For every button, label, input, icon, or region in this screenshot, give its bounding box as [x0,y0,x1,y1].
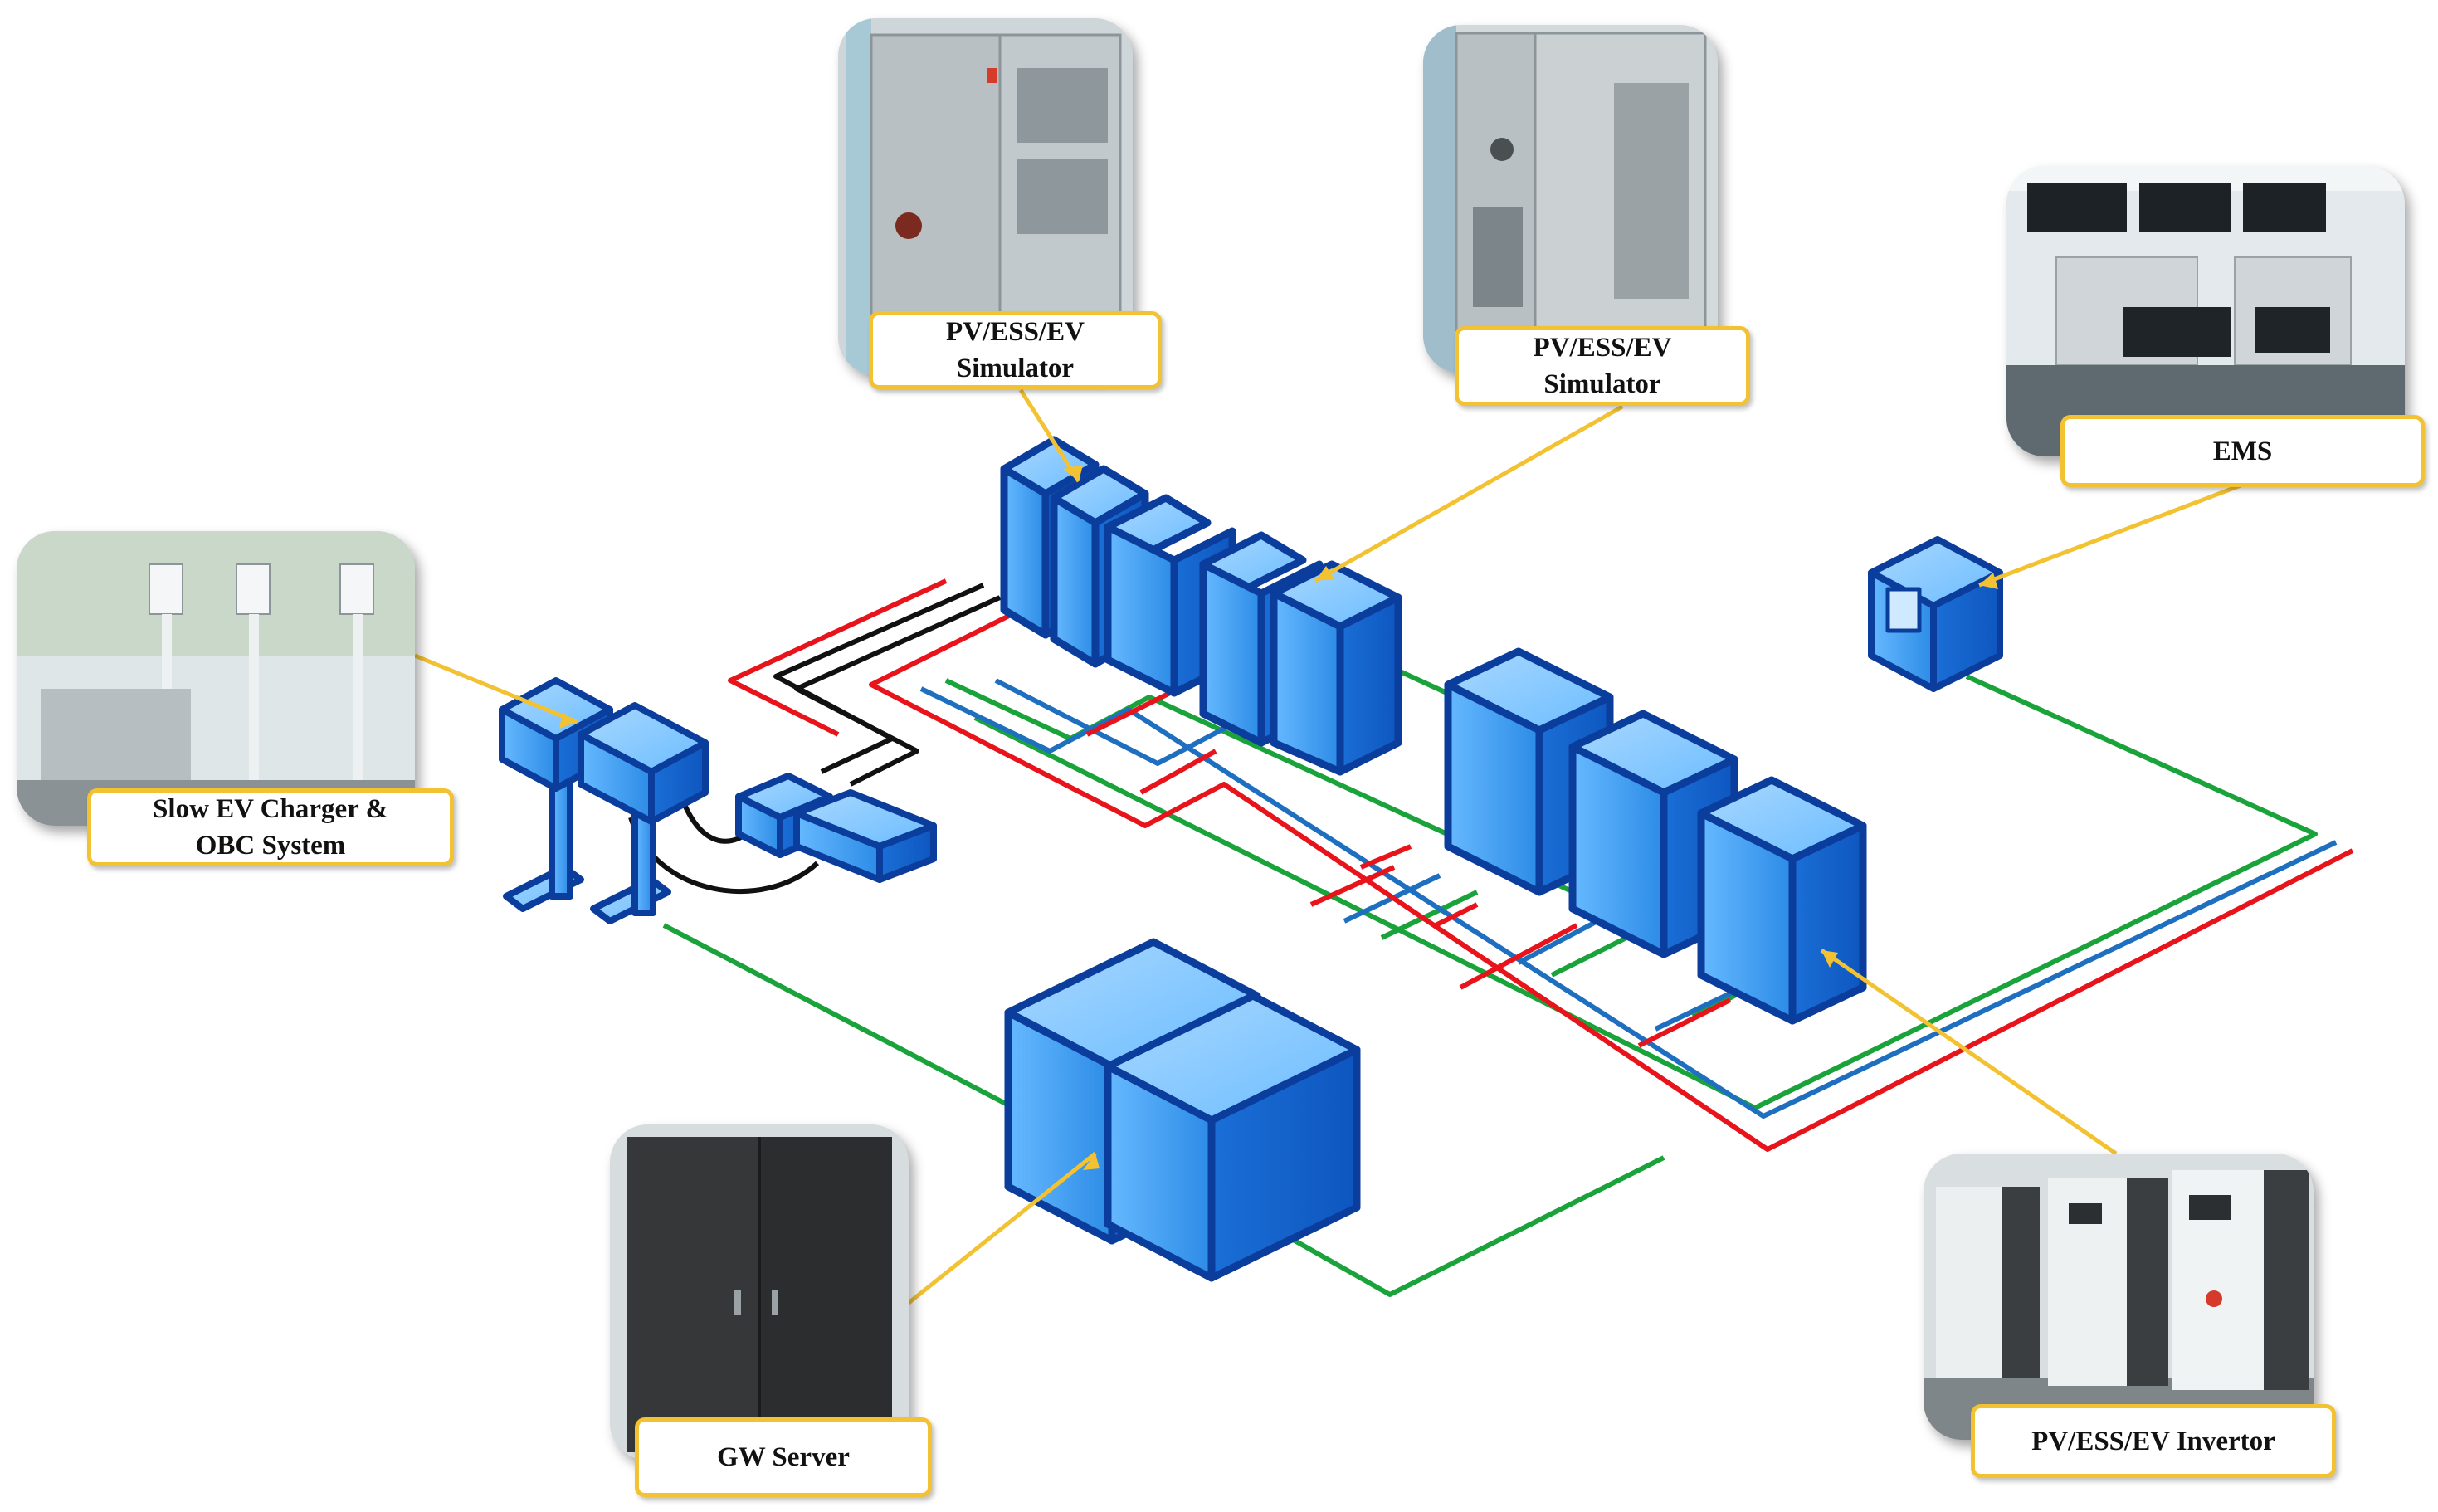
simulator-cabinet-image-2 [1423,25,1718,373]
simulator-label-1: PV/ESS/EV Simulator [869,311,1162,389]
inverter-cabinets [1444,647,1867,1025]
control-room-image [2006,166,2405,456]
ems-computer [1868,536,2003,692]
ev-charger-lab-image [17,531,415,826]
gw-server-label: GW Server [635,1417,932,1497]
gw-server-cabinet-image [610,1124,909,1461]
simulator-towers [1000,436,1402,776]
dc-lines [919,678,2338,1119]
simulator-photo-2 [1423,25,1718,373]
charger-photo [17,531,415,826]
ems-label: EMS [2060,415,2425,487]
ac-lines [728,578,2354,1152]
gw-server-photo [610,1124,909,1461]
simulator-label-2: PV/ESS/EV Simulator [1455,326,1750,406]
inverter-label: PV/ESS/EV Invertor [1971,1404,2336,1478]
ems-photo [2006,166,2405,456]
arrow-heads [559,465,1998,1170]
pointer-arrows [414,388,2241,1305]
gw-server-racks [1004,938,1361,1282]
ev-charger-units [499,677,937,924]
inverter-photo [1924,1154,2314,1440]
charger-label: Slow EV Charger & OBC System [87,788,454,866]
inverter-cabinets-image [1924,1154,2314,1440]
